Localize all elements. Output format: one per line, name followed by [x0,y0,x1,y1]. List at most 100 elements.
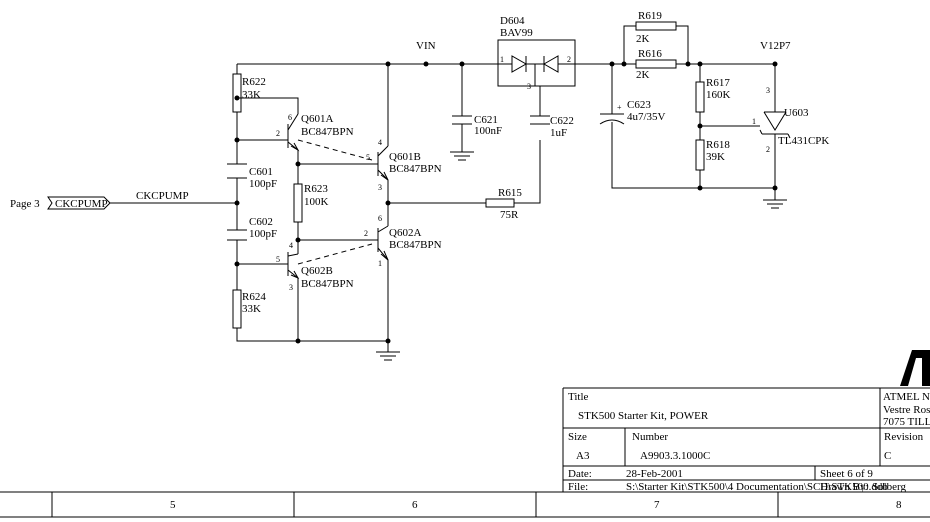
pins-q601a-c-label: 6 [288,113,292,122]
pins-d604-1-label: 1 [500,55,504,64]
components-c601-ref-label: C601 [249,166,273,178]
resistor-r617: R617 160K [695,77,731,113]
pins-u603-1-label: 1 [752,117,756,126]
capacitor-c601: C601 100pF [227,163,277,190]
frame-column-7: 7 [654,499,660,511]
components-c622-value-label: 1uF [550,127,567,139]
components-c621-ref-label: C621 [474,114,498,126]
transistor-q602a: 2 6 1 Q602A BC847BPN [297,214,442,268]
components-r622-ref-label: R622 [242,76,266,88]
components-r615-ref-label: R615 [498,187,522,199]
port-label: CKCPUMP [55,198,108,210]
pins-q602a-c-label: 6 [378,214,382,223]
atmel-logo [900,350,930,386]
frame-column-5: 5 [170,499,176,511]
components-r618-value-label: 39K [706,151,725,163]
components-c622-ref-label: C622 [550,115,574,127]
capacitor-c622: C622 1uF [530,115,574,139]
components-q601a-value-label: BC847BPN [301,126,354,138]
pins-q602b-e-label: 3 [289,283,293,292]
resistor-r618: R618 39K [695,139,730,171]
components-c602-ref-label: C602 [249,216,273,228]
components-c623-value-label: 4u7/35V [627,111,666,123]
components-r619-value-label: 2K [636,33,650,45]
components-r622-value-label: 33K [242,89,261,101]
capacitor-c621: C621 100nF [452,114,502,137]
page-ref-label: Page 3 [10,198,40,210]
net-label-ckcpump: CKCPUMP [136,190,189,202]
title-block-number-label-label: Number [632,431,668,443]
title-block-size-label: A3 [576,450,590,462]
components-q601b-value-label: BC847BPN [389,163,442,175]
pins-d604-2-label: 2 [567,55,571,64]
frame-column-6: 6 [412,499,418,511]
resistor-r615: R615 75R [485,187,522,221]
components-u603-value-label: TL431CPK [778,135,829,147]
pins-q602a-e-label: 1 [378,259,382,268]
title-block-file-label-label: File: [568,481,588,493]
pins-q601b-e-label: 3 [378,183,382,192]
components-r616-ref-label: R616 [638,48,662,60]
title-block-revision-label-label: Revision [884,431,924,443]
pins-q602b-b-label: 5 [276,255,280,264]
components-r624-ref-label: R624 [242,291,266,303]
title-block-sheet-label: Sheet 6 of 9 [820,468,873,480]
title-block-revision-label: C [884,450,891,462]
components-r623-ref-label: R623 [304,183,328,195]
components-d604-value-label: BAV99 [500,27,533,39]
title-block: Title STK500 Starter Kit, POWER Size A3 … [562,387,930,493]
ckcpump-port: Page 3 CKCPUMP CKCPUMP [10,190,189,210]
components-d604-ref-label: D604 [500,15,525,27]
components-q601b-ref-label: Q601B [389,151,421,163]
components-q602a-ref-label: Q602A [389,227,421,239]
capacitor-c602: C602 100pF [227,216,277,241]
ground-symbol [763,199,787,209]
transistor-q601b: 5 4 3 Q601B BC847BPN [297,138,442,192]
components-c623-plus-label: + [617,103,622,112]
pins-q601a-b-label: 2 [276,129,280,138]
title-block-title-label: STK500 Starter Kit, POWER [578,410,709,422]
title-block-file-label: S:\Starter Kit\STK500\4 Documentation\SC… [626,481,888,493]
resistor-r622: R622 33K [232,73,266,113]
title-block-drawn-by-label: Drawn By: [820,481,869,493]
resistor-r624: R624 33K [232,289,266,329]
junctions [234,61,778,344]
components-q602b-ref-label: Q602B [301,265,333,277]
components-r624-value-label: 33K [242,303,261,315]
components-r623-value-label: 100K [304,196,329,208]
components-r615-value-label: 75R [500,209,519,221]
components-q601a-ref-label: Q601A [301,113,333,125]
components-c601-value-label: 100pF [249,178,277,190]
components-q602a-value-label: BC847BPN [389,239,442,251]
transistor-q602b: 5 4 3 Q602B BC847BPN [276,241,354,292]
frame-column-8: 8 [896,499,902,511]
title-block-company-line3-label: 7075 TILL [883,416,930,428]
net-label-vin: VIN [416,40,436,52]
components-r618-ref-label: R618 [706,139,730,151]
title-block-company-line1-label: ATMEL N [883,391,930,403]
title-block-company-line2-label: Vestre Ros [883,404,930,416]
ground-symbol [450,151,474,161]
title-block-drawn-by-name-label: Solberg [872,481,907,493]
resistor-r619: R619 2K [635,10,677,45]
pins-u603-3-label: 3 [766,86,770,95]
components-r619-ref-label: R619 [638,10,662,22]
pins-q601b-c-label: 4 [378,138,382,147]
transistor-q601a: 2 6 Q601A BC847BPN [276,113,354,152]
title-block-size-label-label: Size [568,431,587,443]
pins-u603-2-label: 2 [766,145,770,154]
components-c621-value-label: 100nF [474,125,502,137]
pins-q602b-c-label: 4 [289,241,293,250]
title-block-date-label: 28-Feb-2001 [626,468,683,480]
components-c602-value-label: 100pF [249,228,277,240]
diode-pair-d604: 1 2 3 D604 BAV99 [497,15,576,91]
components-r617-value-label: 160K [706,89,731,101]
title-block-number-label: A9903.3.1000C [640,450,710,462]
components-q602b-value-label: BC847BPN [301,278,354,290]
pins-q601b-b-label: 5 [366,153,370,162]
shunt-regulator-u603: 3 1 2 U603 TL431CPK [752,86,829,154]
drawing-frame: 5 6 7 8 [0,491,930,518]
components-c623-ref-label: C623 [627,99,651,111]
pins-q602a-b-label: 2 [364,229,368,238]
